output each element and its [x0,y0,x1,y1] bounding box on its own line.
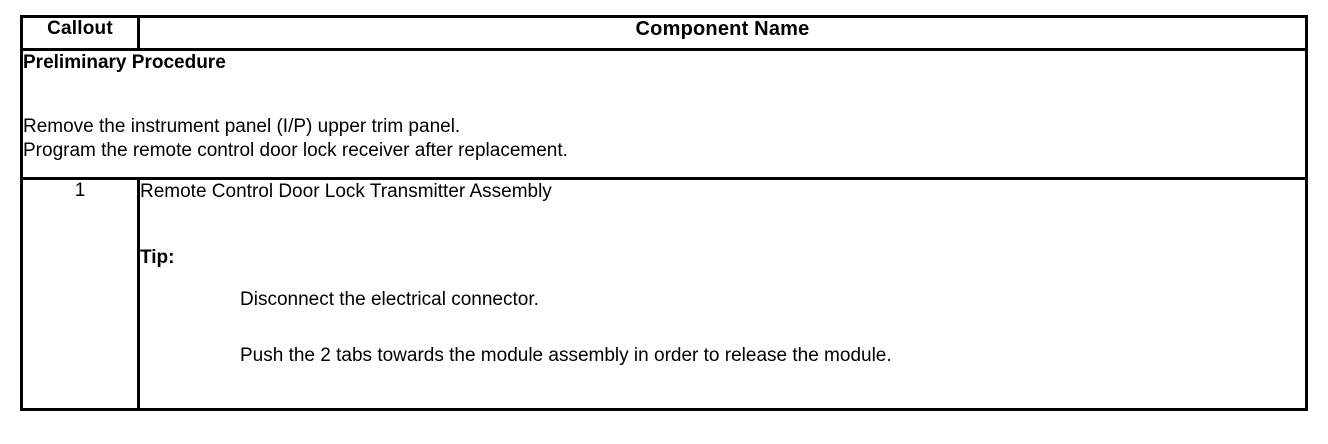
tip-label: Tip: [140,247,175,268]
preliminary-procedure-cell: Preliminary Procedure Remove the instrum… [20,48,1308,180]
spacer [140,312,1305,344]
table-header-row: Callout Component Name [20,15,1308,51]
callout-number-cell: 1 [20,177,140,411]
column-header-component-name: Component Name [137,15,1308,51]
component-detail-cell: Remote Control Door Lock Transmitter Ass… [137,177,1308,411]
spacer [140,204,1305,246]
table-row: 1 Remote Control Door Lock Transmitter A… [20,177,1308,411]
component-name-text: Remote Control Door Lock Transmitter Ass… [140,181,552,202]
preliminary-procedure-line-1: Remove the instrument panel (I/P) upper … [23,116,461,137]
column-header-callout: Callout [20,15,140,51]
preliminary-procedure-line-2: Program the remote control door lock rec… [23,140,568,161]
tip-line-1: Disconnect the electrical connector. [240,289,539,310]
preliminary-procedure-title: Preliminary Procedure [23,52,226,73]
spacer [23,75,1305,115]
preliminary-procedure-row: Preliminary Procedure Remove the instrum… [20,48,1308,180]
tip-line-2: Push the 2 tabs towards the module assem… [240,345,892,366]
component-callout-table: Callout Component Name Preliminary Proce… [20,15,1308,411]
spacer [140,270,1305,288]
